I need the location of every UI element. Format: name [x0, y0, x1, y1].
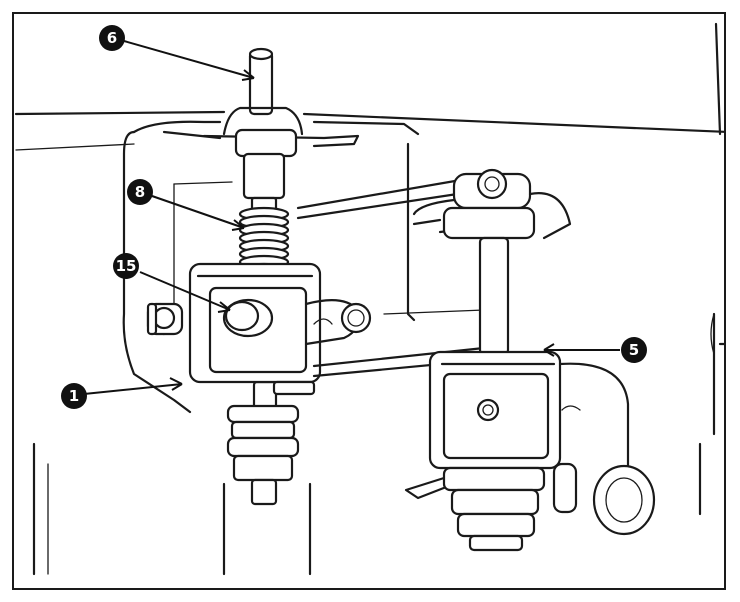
- callout-6: 6: [99, 25, 255, 81]
- machine-body-outline: [14, 22, 724, 576]
- callout-8-label: 8: [135, 183, 145, 201]
- callout-15-label: 15: [116, 257, 137, 275]
- figure-frame: 6 8 15 1: [12, 12, 726, 590]
- right-assembly: [404, 168, 656, 552]
- left-shaft: [162, 47, 360, 576]
- callout-6-label: 6: [107, 29, 117, 47]
- callout-15: 15: [113, 253, 231, 313]
- connecting-rod: [296, 174, 486, 378]
- mechanism-drawing: 6 8 15 1: [14, 22, 724, 576]
- callout-1-label: 1: [69, 387, 79, 405]
- callout-5: 5: [543, 337, 647, 363]
- callout-8: 8: [127, 179, 245, 231]
- left-block: [146, 262, 372, 396]
- callout-1: 1: [61, 377, 183, 409]
- callout-5-label: 5: [629, 341, 639, 359]
